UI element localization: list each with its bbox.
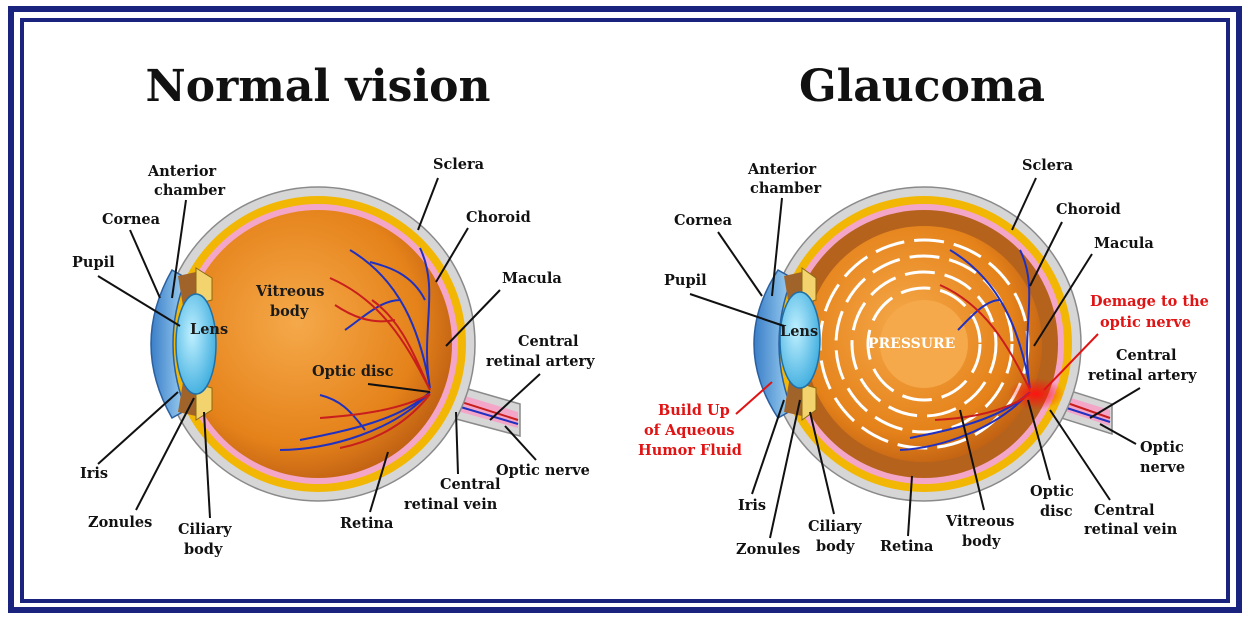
choroid-label: Choroid: [466, 209, 531, 226]
g-choroid-label: Choroid: [1056, 201, 1121, 218]
iris-label: Iris: [80, 465, 108, 482]
g-lens-label: Lens: [780, 323, 818, 340]
g-ciliary-label-2: body: [816, 538, 855, 555]
g-iris-label: Iris: [738, 497, 766, 514]
optic-nerve-label: Optic nerve: [496, 462, 590, 479]
g-vitreous-label-1: Vitreous: [945, 513, 1014, 530]
anterior-label-1: Anterior: [147, 163, 217, 180]
fluid-label-3: Humor Fluid: [638, 442, 742, 459]
sclera-line: [418, 178, 438, 230]
glaucoma-eye: Glaucoma: [638, 61, 1209, 558]
pupil-label: Pupil: [72, 254, 115, 271]
normal-eye: Normal vision: [72, 61, 595, 558]
g-cornea-label: Cornea: [674, 212, 733, 229]
zonules-line: [136, 398, 194, 510]
g-optic-nerve-label-2: nerve: [1140, 459, 1185, 476]
fluid-label-2: of Aqueous: [644, 422, 735, 439]
macula-label: Macula: [502, 270, 562, 287]
g-retina-label: Retina: [880, 538, 934, 555]
g-optic-disc-label-2: disc: [1040, 503, 1073, 520]
ciliary-label-2: body: [184, 541, 223, 558]
zonules-label: Zonules: [88, 514, 152, 531]
ciliary-label-1: Ciliary: [178, 521, 232, 538]
optic-disc-label: Optic disc: [312, 363, 394, 380]
pressure-label: PRESSURE: [868, 336, 955, 352]
vitreous-label-1: Vitreous: [255, 283, 324, 300]
g-zonules-line: [770, 400, 800, 538]
lens-label: Lens: [190, 321, 228, 338]
damage-glow: [1008, 378, 1064, 410]
vitreous-body: [184, 210, 452, 478]
damage-label-1: Demage to the: [1090, 293, 1209, 310]
cra-label-2: retinal artery: [486, 353, 595, 370]
retina-label: Retina: [340, 515, 394, 532]
vitreous-label-2: body: [270, 303, 309, 320]
g-ciliary-label-1: Ciliary: [808, 518, 862, 535]
g-sclera-label: Sclera: [1022, 157, 1074, 174]
sclera-label: Sclera: [433, 156, 485, 173]
normal-title: Normal vision: [146, 61, 491, 112]
crv-line: [456, 412, 458, 474]
g-macula-label: Macula: [1094, 235, 1154, 252]
g-cra-label-1: Central: [1116, 347, 1177, 364]
damage-label-2: optic nerve: [1100, 314, 1191, 331]
g-zonules-label: Zonules: [736, 541, 800, 558]
g-anterior-label-2: chamber: [750, 180, 821, 197]
cra-label-1: Central: [518, 333, 579, 350]
g-iris-line: [752, 400, 784, 494]
cornea-line: [130, 230, 160, 298]
g-pupil-label: Pupil: [664, 272, 707, 289]
g-cornea-line: [718, 232, 762, 296]
fluid-label-1: Build Up: [658, 402, 730, 419]
cornea-label: Cornea: [102, 211, 161, 228]
glaucoma-title: Glaucoma: [799, 61, 1045, 112]
g-anterior-label-1: Anterior: [747, 161, 817, 178]
g-optic-disc-label-1: Optic: [1030, 483, 1074, 500]
g-crv-label-2: retinal vein: [1084, 521, 1178, 538]
g-cra-label-2: retinal artery: [1088, 367, 1197, 384]
lens-shape: [176, 294, 216, 394]
g-lens-shape: [780, 292, 820, 388]
g-optic-nerve-label-1: Optic: [1140, 439, 1184, 456]
anterior-label-2: chamber: [154, 182, 225, 199]
g-vitreous-label-2: body: [962, 533, 1001, 550]
crv-label-2: retinal vein: [404, 496, 498, 513]
g-crv-label-1: Central: [1094, 502, 1155, 519]
crv-label-1: Central: [440, 476, 501, 493]
g-optic-nerve-line: [1100, 424, 1136, 444]
